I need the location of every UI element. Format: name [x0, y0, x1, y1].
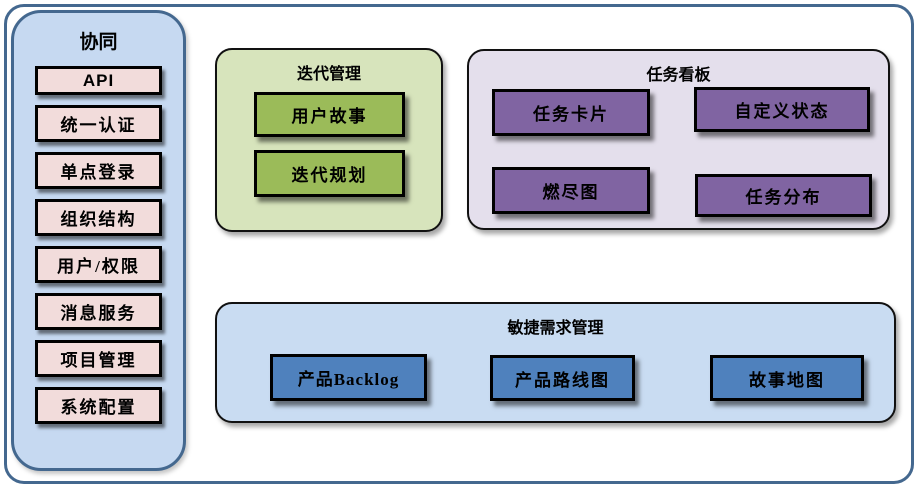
- task-distribution-box: 任务分布: [695, 174, 872, 217]
- story-map-box: 故事地图: [710, 355, 864, 401]
- product-backlog-box: 产品Backlog: [270, 354, 427, 401]
- task-board-panel: 任务看板 任务卡片 自定义状态 燃尽图 任务分布: [467, 49, 890, 230]
- user-story-box: 用户故事: [254, 92, 405, 137]
- task-board-title: 任务看板: [646, 67, 711, 84]
- sidebar-item-unified-auth: 统一认证: [35, 105, 162, 142]
- collaboration-panel: 协同 API 统一认证 单点登录 组织结构 用户/权限 消息服务 项目管理 系统…: [11, 10, 186, 471]
- product-roadmap-box: 产品路线图: [490, 355, 635, 401]
- custom-status-box: 自定义状态: [694, 87, 870, 132]
- diagram-outer-frame: [4, 4, 914, 484]
- sidebar-item-system-config: 系统配置: [35, 387, 162, 424]
- sidebar-item-message-service: 消息服务: [35, 293, 162, 330]
- iteration-management-panel: 迭代管理 用户故事 迭代规划: [215, 48, 443, 232]
- sidebar-item-api: API: [35, 66, 162, 95]
- task-card-box: 任务卡片: [492, 89, 650, 136]
- sidebar-item-user-permission: 用户/权限: [35, 246, 162, 283]
- sidebar-item-project-mgmt: 项目管理: [35, 340, 162, 377]
- collaboration-item-list: API 统一认证 单点登录 组织结构 用户/权限 消息服务 项目管理 系统配置: [14, 66, 183, 424]
- iteration-planning-box: 迭代规划: [254, 150, 405, 197]
- agile-requirements-panel: 敏捷需求管理 产品Backlog 产品路线图 故事地图: [215, 302, 896, 423]
- sidebar-item-sso: 单点登录: [35, 152, 162, 189]
- sidebar-item-org-structure: 组织结构: [35, 199, 162, 236]
- collaboration-panel-title: 协同: [79, 32, 118, 53]
- burndown-chart-box: 燃尽图: [492, 167, 650, 214]
- iteration-management-title: 迭代管理: [296, 66, 361, 83]
- agile-requirements-title: 敏捷需求管理: [507, 320, 604, 337]
